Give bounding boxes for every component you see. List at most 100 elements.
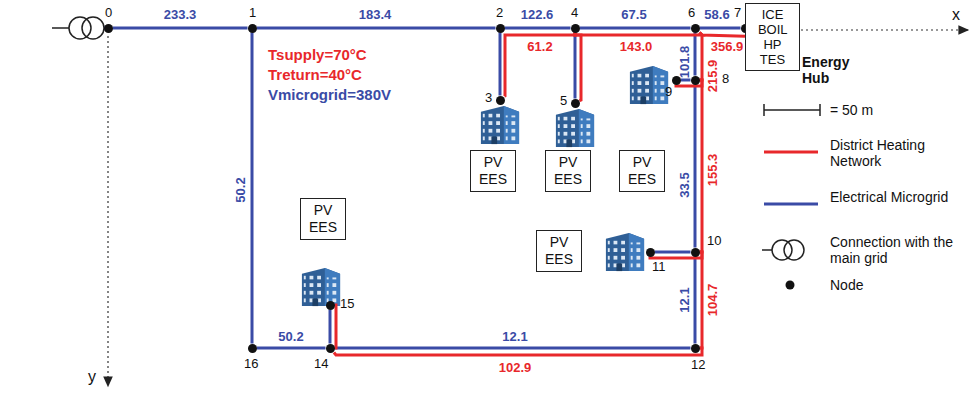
heating-pipe (335, 305, 337, 348)
heating-pipe (700, 80, 703, 252)
electric-line (580, 27, 691, 30)
legend-text: District Heating Network (830, 137, 950, 169)
pv-ees-text: PV EES (545, 234, 573, 268)
electric-line (505, 27, 571, 30)
pv-ees-text: PV EES (628, 154, 656, 188)
network-node: 11 (646, 248, 655, 257)
node-number: 14 (314, 357, 328, 371)
x-axis (801, 29, 968, 30)
hub-units: ICE BOIL HP TES (758, 7, 787, 67)
heating-pipe (700, 33, 703, 81)
heating-pipe (575, 33, 581, 101)
temperature-note: Tsupply=70°C (268, 46, 367, 63)
electric-line (681, 79, 691, 82)
length-label: 12.1 (502, 330, 527, 344)
node-number: 7 (734, 6, 741, 20)
legend-text: Node (830, 277, 950, 293)
length-label: 356.9 (711, 40, 744, 54)
transformer-symbol (52, 17, 104, 39)
electric-line (329, 310, 332, 344)
network-node: 14 (326, 344, 335, 353)
hub-title: Energy Hub (802, 54, 849, 86)
length-label: 122.6 (521, 8, 554, 22)
network-node: 0 (104, 24, 113, 33)
length-label: 58.6 (704, 8, 729, 22)
energy-hub-box: ICE BOIL HP TESEnergy Hub (745, 3, 800, 71)
node-number: 9 (665, 85, 672, 99)
pv-ees-box: PV EES (545, 150, 591, 192)
electric-line (694, 85, 697, 248)
pv-ees-box: PV EES (300, 198, 346, 240)
network-node: 1 (248, 24, 257, 33)
node-number: 10 (707, 234, 721, 248)
network-node: 10 (691, 248, 700, 257)
network-node: 4 (571, 24, 580, 33)
node-number: 15 (340, 297, 354, 311)
voltage-note: Vmicrogrid=380V (268, 86, 391, 103)
node-number: 6 (688, 6, 695, 20)
node-number: 4 (571, 6, 578, 20)
length-label: 50.2 (278, 330, 303, 344)
length-label: 101.8 (678, 46, 692, 79)
length-label: 12.1 (678, 287, 692, 312)
node-number: 11 (652, 260, 666, 274)
length-label: 183.4 (359, 8, 392, 22)
node-number: 2 (496, 6, 503, 20)
pv-ees-box: PV EES (536, 230, 582, 272)
legend-samples (762, 104, 820, 290)
electric-line (655, 251, 691, 254)
electric-line (574, 33, 577, 99)
electric-line (694, 257, 697, 344)
electric-line (499, 33, 502, 96)
node-number: 3 (485, 91, 492, 105)
network-node: 5 (571, 99, 580, 108)
length-label: 155.3 (706, 154, 720, 187)
axis-label: y (88, 368, 96, 386)
axis-label: x (952, 6, 960, 24)
pv-ees-box: PV EES (619, 150, 665, 192)
network-node: 3 (496, 96, 505, 105)
heating-pipe (334, 348, 702, 355)
length-label: 33.5 (678, 172, 692, 197)
heating-pipe (700, 252, 703, 348)
legend-text: Electrical Microgrid (830, 189, 950, 205)
length-label: 61.2 (527, 40, 552, 54)
length-label: 215.9 (706, 60, 720, 93)
length-label: 102.9 (499, 361, 532, 375)
heating-pipe (505, 33, 576, 97)
node-number: 0 (105, 6, 112, 20)
node-number: 1 (249, 6, 256, 20)
length-label: 233.3 (164, 8, 197, 22)
pv-ees-box: PV EES (470, 150, 516, 192)
legend-text: Connection with the main grid (830, 234, 970, 266)
pv-ees-text: PV EES (554, 154, 582, 188)
node-number: 12 (691, 358, 705, 372)
heating-pipe (575, 33, 702, 36)
length-label: 104.7 (706, 284, 720, 317)
electric-line (113, 27, 248, 30)
network-node: 6 (691, 24, 700, 33)
network-node: 15 (326, 301, 335, 310)
electric-line (257, 27, 496, 30)
electric-line (335, 347, 691, 350)
network-node: 12 (691, 344, 700, 353)
pv-ees-text: PV EES (309, 202, 337, 236)
pv-ees-text: PV EES (479, 154, 507, 188)
heating-pipe (700, 33, 746, 37)
node-number: 8 (722, 72, 729, 86)
node-number: 16 (244, 357, 258, 371)
length-label: 50.2 (234, 177, 248, 202)
electric-line (251, 33, 254, 344)
electric-line (700, 27, 741, 30)
electric-line (257, 347, 326, 350)
legend-text: = 50 m (830, 102, 950, 118)
network-node: 2 (496, 24, 505, 33)
node-number: 5 (560, 94, 567, 108)
y-axis (107, 36, 108, 386)
electric-line (694, 33, 697, 76)
length-label: 143.0 (620, 40, 653, 54)
length-label: 67.5 (621, 8, 646, 22)
temperature-note: Treturn=40°C (268, 66, 362, 83)
network-node: 16 (248, 344, 257, 353)
